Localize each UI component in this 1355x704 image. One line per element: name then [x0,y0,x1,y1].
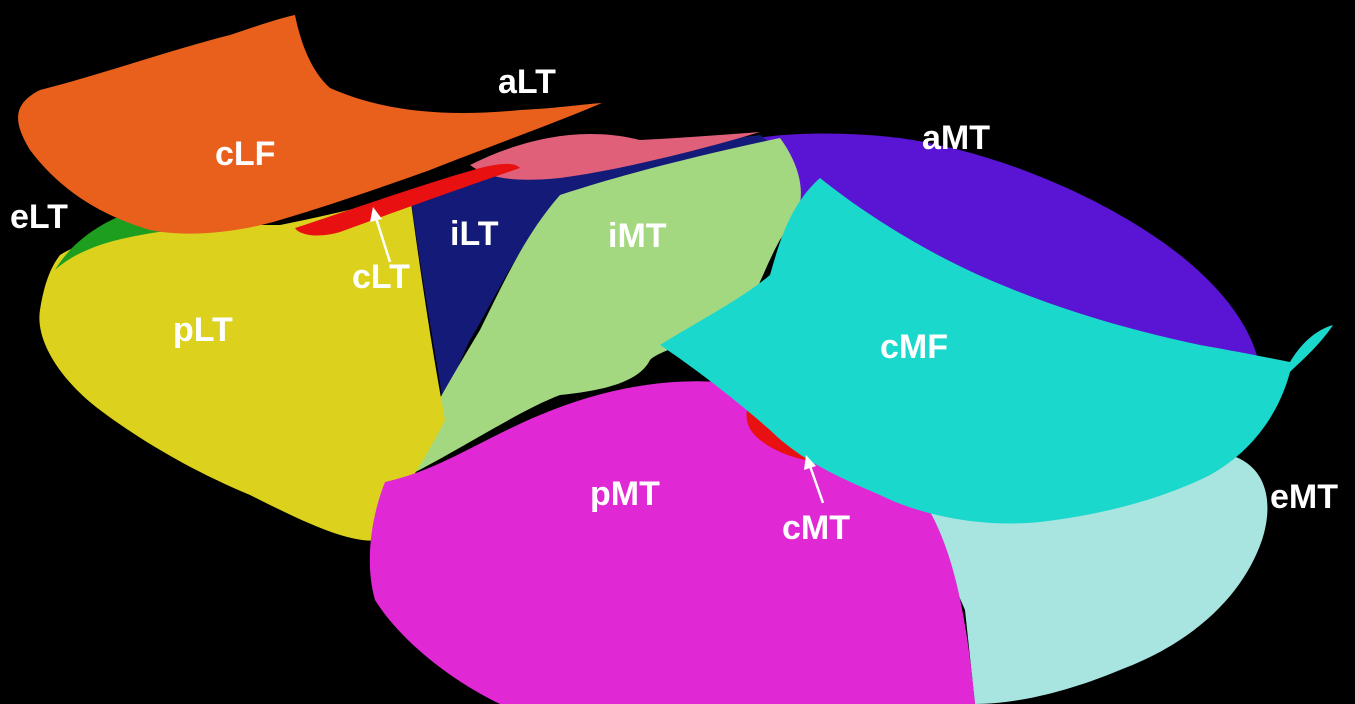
label-iMT: iMT [608,217,667,255]
label-pLT: pLT [173,311,233,349]
region-aLT [470,132,760,180]
label-aLT: aLT [498,63,556,101]
region-cLF [18,15,602,234]
label-pMT: pMT [590,475,660,513]
region-aMT [700,133,1260,371]
label-cLT: cLT [352,258,410,296]
label-eLT: eLT [10,198,68,236]
region-iMT [400,138,801,480]
label-eMT: eMT [1270,478,1338,516]
label-cMT: cMT [782,509,850,547]
arrow-cLT [370,207,392,263]
label-iLT: iLT [450,215,499,253]
label-aMT: aMT [922,119,990,157]
region-pLT [39,195,446,541]
arrow-cMT [804,455,825,504]
region-cMF [660,178,1333,524]
label-cMF: cMF [880,328,948,366]
region-iLT [410,135,780,415]
label-cLF: cLF [215,135,275,173]
region-cLT [295,163,520,236]
